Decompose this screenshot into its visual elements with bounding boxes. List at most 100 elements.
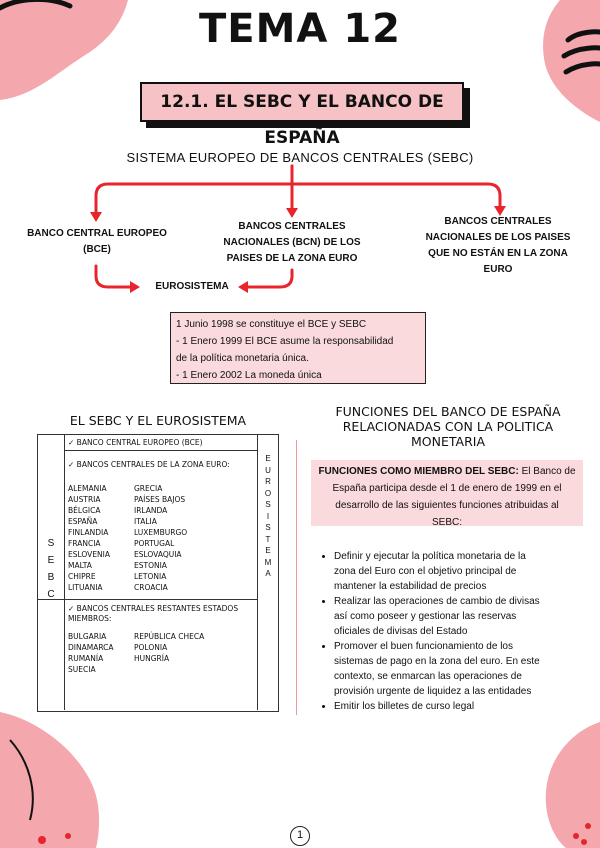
scribble-bottom-left (9, 739, 34, 821)
country-row: ESPAÑA ITALIA (68, 516, 254, 527)
funciones-heading-line: RELACIONADAS CON LA POLITICA MONETARIA (342, 419, 554, 449)
country: ESLOVENIA (68, 550, 111, 559)
node-others-line: NACIONALES DE LOS PAISES (425, 232, 571, 243)
country: ESTONIA (134, 561, 167, 570)
country: FRANCIA (68, 539, 101, 548)
country: ALEMANIA (68, 484, 107, 493)
eurosistema-letters: E U R O S I S T E M A (258, 453, 278, 580)
country: SUECIA (68, 665, 96, 674)
funciones-heading-line: FUNCIONES DEL BANCO DE ESPAÑA (335, 404, 561, 419)
function-item: Realizar las operaciones de cambio de di… (334, 594, 600, 639)
country-row: FRANCIA PORTUGAL (68, 538, 254, 549)
country: ESPAÑA (68, 517, 98, 526)
country: LITUANIA (68, 583, 103, 592)
member-line: desarrollo de las siguientes funciones a… (335, 500, 559, 511)
dates-notes-box: 1 Junio 1998 se constituye el BCE y SEBC… (170, 312, 426, 384)
member-line: FUNCIONES COMO MIEMBRO DEL SEBC: El Banc… (315, 463, 579, 480)
rest-members-header-1: ✓ BANCOS CENTRALES RESTANTES ESTADOS (68, 604, 239, 613)
function-line: Realizar las operaciones de cambio de di… (334, 596, 540, 607)
sebc-table: S E B C E U R O S I S T E M A ✓ BANCO CE… (37, 434, 279, 712)
function-line: oficiales de divisas del Estado (334, 626, 468, 637)
eurosistema-letter: O (264, 488, 272, 498)
node-bce-line: BANCO CENTRAL EUROPEO (27, 228, 167, 239)
note-line: - 1 Enero 2002 La moneda única (176, 370, 322, 381)
eurosistema-letter: R (265, 477, 271, 486)
dot-bottom-right-2 (585, 823, 591, 829)
eurosistema-letter: E (265, 546, 271, 555)
node-bcn-line: BANCOS CENTRALES (238, 221, 346, 232)
dot-bottom-right-1 (573, 833, 579, 839)
country-row: SUECIA (68, 664, 254, 675)
country: GRECIA (134, 484, 163, 493)
country-row: LITUANIA CROACIA (68, 582, 254, 593)
member-line: SEBC: (431, 517, 462, 528)
function-line: mantener la estabilidad de precios (334, 581, 487, 592)
country: ITALIA (134, 517, 157, 526)
eurosistema-letter: S (265, 500, 271, 509)
function-item: Definir y ejecutar la política monetaria… (334, 549, 600, 594)
country: DINAMARCA (68, 643, 114, 652)
country: CROACIA (134, 583, 168, 592)
country: AUSTRIA (68, 495, 101, 504)
function-item: Emitir los billetes de curso legal (334, 699, 600, 714)
country: LETONIA (134, 572, 167, 581)
eurosistema-column: E U R O S I S T E M A (257, 435, 278, 710)
eurosistema-letter: A (265, 569, 271, 578)
country-row: RUMANÍA HUNGRÍA (68, 653, 254, 664)
eurosistema-letter: T (265, 534, 271, 544)
country: HUNGRÍA (134, 654, 170, 663)
country-row: DINAMARCA POLONIA (68, 642, 254, 653)
function-line: zona del Euro con el objetivo principal … (334, 566, 517, 577)
row-divider (38, 599, 257, 600)
node-eurosistema: EUROSISTEMA (155, 281, 229, 292)
blob-top-left (0, 0, 128, 100)
eurosistema-letter: U (265, 465, 271, 475)
sebc-letter: S (47, 538, 55, 549)
note-line: - 1 Enero 1999 El BCE asume la responsab… (176, 336, 394, 347)
node-bcn: BANCOS CENTRALES NACIONALES (BCN) DE LOS… (212, 219, 372, 267)
eurosistema-letter: M (264, 557, 272, 567)
function-line: Emitir los billetes de curso legal (334, 701, 475, 712)
sebc-root-label: SISTEMA EUROPEO DE BANCOS CENTRALES (SEB… (126, 150, 474, 165)
eurosistema-letter: E (265, 454, 271, 463)
country: IRLANDA (134, 506, 168, 515)
country: POLONIA (134, 643, 168, 652)
country: PAÍSES BAJOS (134, 495, 186, 504)
functions-list: Definir y ejecutar la política monetaria… (314, 549, 600, 714)
member-line: España participa desde el 1 de enero de … (332, 483, 562, 494)
column-divider (296, 440, 297, 715)
eurosistema-letter: I (266, 511, 270, 521)
country: BULGARIA (68, 632, 107, 641)
row-divider (64, 450, 257, 451)
rest-members-header-2: MIEMBROS: (68, 614, 112, 623)
scribble-top-left (0, 0, 73, 11)
sebc-letters: S E B C (38, 535, 64, 603)
zone-euro-header: ✓ BANCOS CENTRALES DE LA ZONA EURO: (68, 460, 230, 469)
country: LUXEMBURGO (134, 528, 188, 537)
funciones-heading: FUNCIONES DEL BANCO DE ESPAÑA RELACIONAD… (306, 404, 590, 449)
sebc-column: S E B C (38, 435, 65, 710)
node-others-line: QUE NO ESTÁN EN LA ZONA (428, 248, 568, 259)
note-line: de la política monetaria única. (176, 353, 309, 364)
node-bce-line: (BCE) (83, 244, 111, 255)
sebc-letter: C (47, 589, 55, 600)
node-bcn-line: PAISES DE LA ZONA EURO (226, 253, 358, 264)
country: RUMANÍA (68, 654, 104, 663)
country-row: AUSTRIA PAÍSES BAJOS (68, 494, 254, 505)
country: PORTUGAL (134, 539, 175, 548)
bce-row: ✓ BANCO CENTRAL EUROPEO (BCE) (68, 438, 203, 447)
dot-bottom-right-3 (581, 839, 587, 845)
country: CHIPRE (68, 572, 96, 581)
page-number: 1 (290, 826, 310, 846)
sebc-member-functions-box: FUNCIONES COMO MIEMBRO DEL SEBC: El Banc… (311, 460, 583, 528)
node-bcn-line: NACIONALES (BCN) DE LOS (223, 237, 361, 248)
sebc-letter: B (47, 572, 55, 583)
member-label: FUNCIONES COMO MIEMBRO DEL SEBC: (318, 466, 519, 477)
zone-euro-countries: ALEMANIA GRECIA AUSTRIA PAÍSES BAJOS BÉLGI… (68, 483, 254, 593)
dot-bottom-left-1 (38, 836, 46, 844)
